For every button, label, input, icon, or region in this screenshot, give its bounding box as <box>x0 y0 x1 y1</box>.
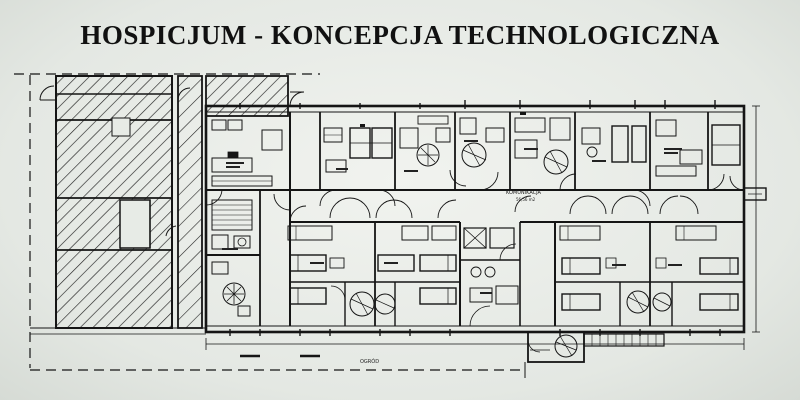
room-label-marks <box>222 140 682 294</box>
right-entry <box>743 187 767 201</box>
existing-building <box>39 75 177 329</box>
left-room-column <box>205 112 291 326</box>
hospice-outline <box>30 104 760 350</box>
entrance-vestibule <box>527 331 665 363</box>
link-strip <box>177 75 203 329</box>
page-title: HOSPICJUM - KONCEPCJA TECHNOLOGICZNA <box>80 20 720 50</box>
corridor-area: 56,56 m2 <box>516 197 536 202</box>
window-ticks-top <box>239 100 716 109</box>
top-hatched-block <box>205 75 305 117</box>
exterior-label: OGRÓD <box>360 358 379 365</box>
corridor-doors <box>289 195 699 223</box>
corridor-label: KOMUNIKACJA <box>506 190 542 196</box>
lower-room-row <box>287 221 744 327</box>
upper-room-row <box>290 112 745 207</box>
